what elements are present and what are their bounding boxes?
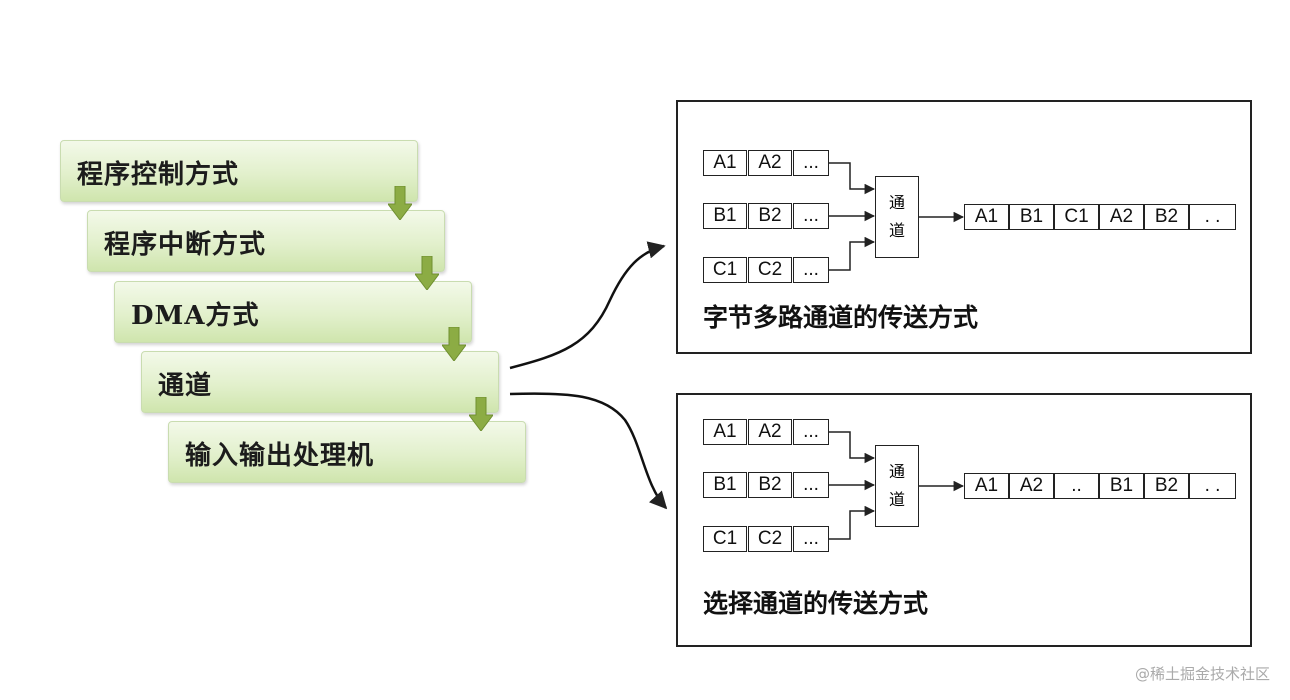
queue-cell: C2 [748,257,792,283]
output-cell: B2 [1144,204,1189,230]
down-arrow-icon [469,397,493,431]
output-cell: C1 [1054,204,1099,230]
down-arrow-icon [442,327,466,361]
queue-cell: C1 [703,526,747,552]
method-step-3: DMA方式 [114,281,472,343]
queue-cell: A1 [703,419,747,445]
queue-cell: ... [793,472,829,498]
down-arrow-icon [388,186,412,220]
queue-cell: B2 [748,203,792,229]
channel-char: 通 [888,193,905,212]
output-cell: A1 [964,473,1009,499]
queue-cell: C2 [748,526,792,552]
method-step-5: 输入输出处理机 [168,421,526,483]
queue-cell: ... [793,257,829,283]
method-step-4: 通道 [141,351,499,413]
queue-cell: A2 [748,150,792,176]
output-cell: A1 [964,204,1009,230]
channel-box: 通 道 [875,176,919,258]
channel-char: 通 [888,462,905,481]
channel-box: 通 道 [875,445,919,527]
watermark: @稀土掘金技术社区 [1134,665,1270,683]
output-cell: A2 [1009,473,1054,499]
method-label-4: 通道 [158,371,213,401]
output-cell: B1 [1009,204,1054,230]
byte-multiplex-caption: 字节多路通道的传送方式 [703,303,979,332]
queue-cell: ... [793,150,829,176]
queue-cell: B2 [748,472,792,498]
selector-caption: 选择通道的传送方式 [703,589,929,618]
method-label-2: 程序中断方式 [104,230,267,260]
method-step-1: 程序控制方式 [60,140,418,202]
method-step-2: 程序中断方式 [87,210,445,272]
queue-cell: A2 [748,419,792,445]
queue-cell: B1 [703,472,747,498]
output-cell: A2 [1099,204,1144,230]
output-cell: B2 [1144,473,1189,499]
channel-char: 道 [888,221,905,240]
queue-cell: B1 [703,203,747,229]
queue-cell: ... [793,203,829,229]
down-arrow-icon [415,256,439,290]
method-label-1: 程序控制方式 [77,160,240,190]
queue-cell: C1 [703,257,747,283]
queue-cell: ... [793,526,829,552]
method-label-5: 输入输出处理机 [185,441,375,471]
queue-cell: A1 [703,150,747,176]
output-cell: B1 [1099,473,1144,499]
method-label-3: DMA方式 [131,301,260,331]
channel-char: 道 [888,490,905,509]
output-cell: .. [1054,473,1099,499]
queue-cell: ... [793,419,829,445]
output-cell: . . [1189,473,1236,499]
output-cell: . . [1189,204,1236,230]
